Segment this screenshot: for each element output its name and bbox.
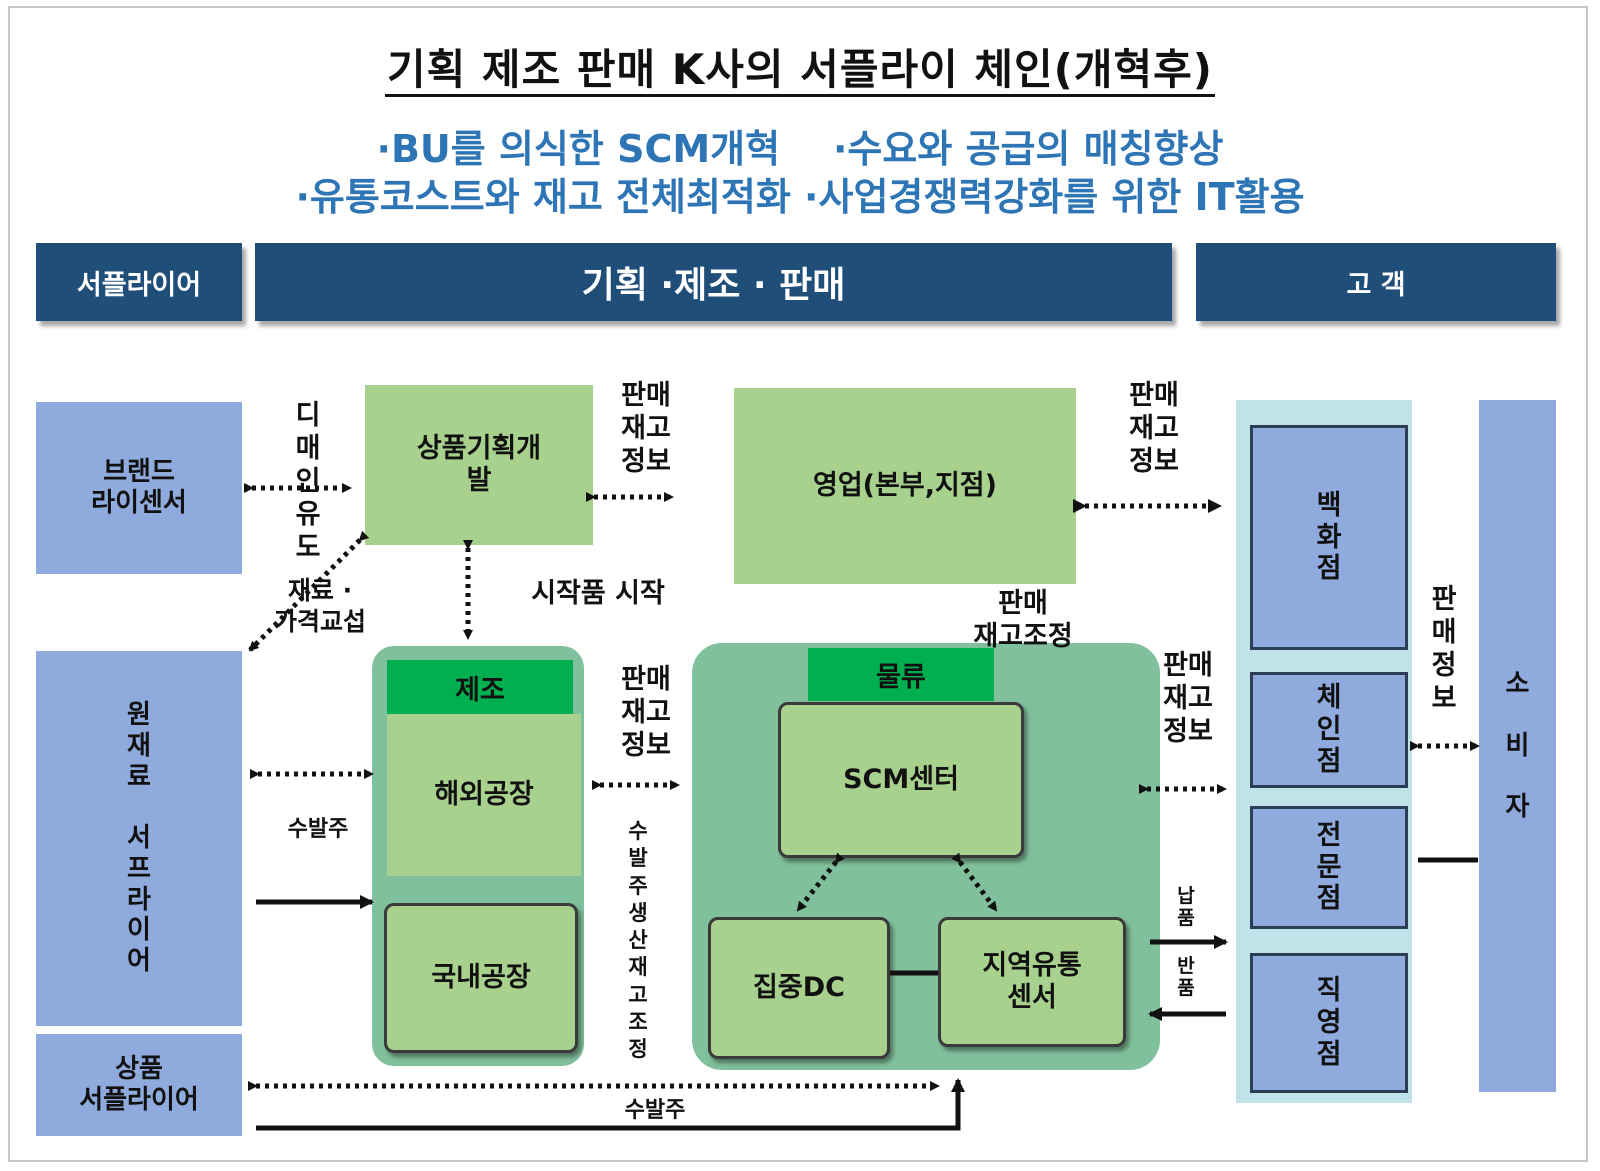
sales-box: 영업(본부,지점): [734, 388, 1076, 584]
product-planning-box: 상품기획개 발: [365, 385, 593, 545]
manufacturing-tag: 제조: [387, 660, 573, 714]
header-supplier: 서플라이어: [36, 243, 242, 321]
order-production-label: 수 발 주 생 산 재 고 조 정: [628, 819, 648, 1062]
header-customer: 고 객: [1196, 243, 1556, 321]
sales-info-label: 판 매 정 보: [1431, 584, 1457, 714]
prototype-label: 시작품 시작: [531, 578, 665, 609]
order-label-2: 수발주: [590, 1098, 720, 1125]
order-label-1: 수발주: [287, 817, 349, 842]
figure-frame: [8, 6, 1588, 1162]
dept-store-box: 백 화 점: [1250, 425, 1408, 650]
brand-licensor-box: 브랜드 라이센서: [36, 402, 242, 574]
raw-material-supplier-box: 원 재 료 서 프 라 이 어: [36, 651, 242, 1026]
direct-store-box: 직 영 점: [1250, 953, 1408, 1093]
central-dc-box: 집중DC: [708, 917, 890, 1059]
diagram-title: 기획 제조 판매 K사의 서플라이 체인(개혁후): [0, 36, 1600, 97]
material-price-label: 재료 · 가격교섭: [273, 576, 366, 636]
design-induction-label: 디 매 인 유 도: [295, 400, 321, 563]
logistics-tag: 물류: [808, 648, 994, 701]
delivery-label: 납 품: [1177, 885, 1195, 929]
regional-center-box: 지역유통 센서: [938, 917, 1126, 1047]
scm-center-box: SCM센터: [778, 702, 1024, 858]
sales-inventory-info-label-4: 판매 재고 정보: [1163, 650, 1213, 747]
specialty-store-box: 전 문 점: [1250, 806, 1408, 929]
chain-store-box: 체 인 점: [1250, 672, 1408, 788]
consumer-box: 소 비 자: [1479, 400, 1556, 1092]
subtitle-line-2: ·유통코스트와 재고 전체최적화 ·사업경쟁력강화를 위한 IT활용: [295, 175, 1305, 219]
returns-label: 반 품: [1177, 955, 1195, 999]
header-planning: 기획 ·제조 · 판매: [255, 243, 1172, 321]
domestic-factory-box: 국내공장: [384, 903, 578, 1053]
sales-inventory-info-label-3: 판매 재고 정보: [621, 664, 671, 761]
subtitle-line-1: ·BU를 의식한 SCM개혁 ·수요와 공급의 매칭향상: [376, 127, 1224, 171]
sales-inventory-info-label-2: 판매 재고 정보: [1129, 380, 1179, 477]
sales-inventory-adjust-label: 판매 재고조정: [973, 588, 1073, 652]
product-supplier-box: 상품 서플라이어: [36, 1034, 242, 1136]
overseas-factory-box: 해외공장: [387, 714, 581, 876]
sales-inventory-info-label-1: 판매 재고 정보: [621, 380, 671, 477]
